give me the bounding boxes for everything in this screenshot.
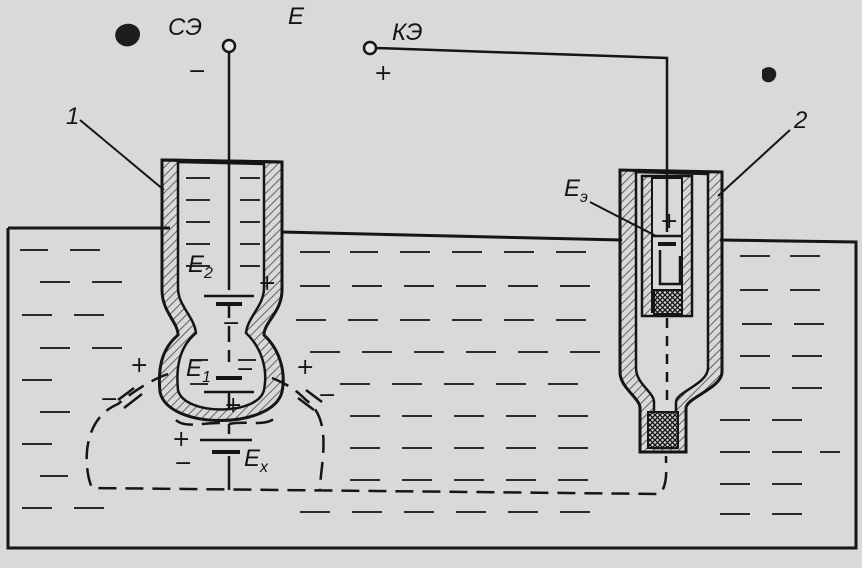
sign-minus-e2: − <box>222 311 240 336</box>
label-e2: E2 <box>188 251 213 282</box>
ex-element <box>200 424 252 490</box>
porous-plug <box>647 411 679 449</box>
sign-minus-left: − <box>100 387 118 412</box>
leader-line-2 <box>717 129 791 197</box>
label-ex: Ex <box>244 445 269 476</box>
sign-plus-ex: + <box>172 427 190 452</box>
print-blemish <box>115 23 777 83</box>
inner-porous-plug <box>653 289 683 315</box>
solution-vessel <box>6 226 858 550</box>
sign-minus-glass: − <box>188 59 206 84</box>
leader-line-ee <box>589 201 657 237</box>
measurement-circuit <box>85 372 668 496</box>
sign-plus-e1: + <box>224 393 242 418</box>
glass-electrode <box>157 158 285 422</box>
label-vessel-1: 1 <box>66 103 79 130</box>
glass-electrode-terminal[interactable] <box>221 38 237 54</box>
label-vessel-2: 2 <box>793 107 807 134</box>
solution-lines <box>20 249 840 515</box>
sign-minus-e1: − <box>236 357 254 382</box>
e2-element <box>204 294 254 318</box>
sign-plus-right: + <box>296 355 314 380</box>
label-e1: E1 <box>186 355 211 386</box>
external-circuit <box>227 46 669 172</box>
ee-element <box>652 234 682 286</box>
label-ee: Eэ <box>564 175 588 206</box>
e1-element <box>204 326 254 410</box>
sign-plus-e2: + <box>258 271 276 296</box>
sign-minus-ex: − <box>174 451 192 476</box>
sign-minus-right: − <box>318 383 336 408</box>
label-reference-electrode: КЭ <box>392 19 423 46</box>
leader-line-1 <box>79 119 165 191</box>
sign-plus-left: + <box>130 353 148 378</box>
label-glass-electrode: СЭ <box>168 14 202 41</box>
sign-plus-ee: + <box>660 209 678 234</box>
label-emf: E <box>288 3 305 30</box>
membrane-elements <box>117 387 323 411</box>
reference-electrode-wire <box>375 46 669 172</box>
reference-electrode <box>618 168 724 454</box>
reference-electrode-terminal[interactable] <box>362 40 378 56</box>
sign-plus-reference: + <box>374 61 392 86</box>
